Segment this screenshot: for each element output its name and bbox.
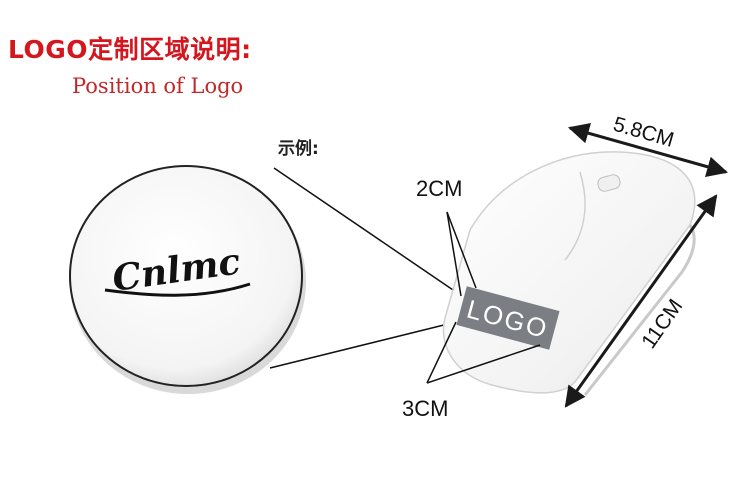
dim-2cm-line-a bbox=[446, 211, 462, 297]
dim-2cm-label: 2CM bbox=[416, 176, 462, 201]
page-subtitle: Position of Logo bbox=[72, 74, 244, 98]
logo-swash bbox=[104, 282, 251, 297]
leader-line-top bbox=[273, 167, 457, 293]
dim-3cm-line-a bbox=[426, 321, 457, 384]
length-label: 11CM bbox=[637, 295, 687, 353]
width-arrow bbox=[567, 123, 729, 177]
length-arrow bbox=[564, 194, 718, 408]
dim-3cm-label: 3CM bbox=[402, 396, 448, 421]
example-label: 示例: bbox=[278, 139, 319, 159]
dim-3cm-line-b bbox=[426, 344, 541, 384]
logo-area-box bbox=[456, 286, 560, 350]
leader-line-bottom bbox=[269, 321, 457, 369]
page-title: LOGO定制区域说明: bbox=[8, 35, 252, 64]
sample-disc: Cnlmc bbox=[69, 165, 306, 394]
mouse-illustration bbox=[442, 151, 696, 396]
dim-2cm-line-b bbox=[446, 211, 477, 289]
width-label: 5.8CM bbox=[611, 113, 677, 152]
